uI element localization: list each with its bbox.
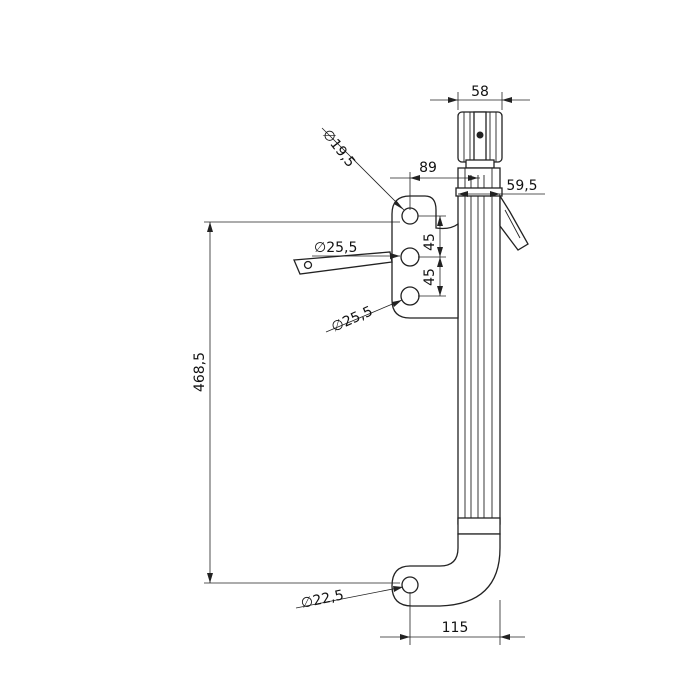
callout-foot-hole: ∅22,5 (295, 586, 404, 612)
main-tube (455, 167, 503, 525)
diameter-callouts: ∅19,5 ∅25,5 ∅25,5 ∅22,5 (295, 127, 405, 612)
callout-top-hole: ∅19,5 (319, 127, 405, 211)
dim-overall-height: 468,5 (192, 221, 400, 584)
dim-bottom-width: 115 (380, 592, 525, 645)
dim-89: 89 (390, 160, 480, 210)
dim-top-width: 58 (430, 84, 530, 110)
dimension-lines: 58 89 59,5 45 45 (192, 84, 545, 645)
dim-hole-spacing: 45 45 (418, 215, 446, 297)
dim-89-label: 89 (419, 160, 437, 176)
callout-middle-hole: ∅25,5 (312, 240, 400, 259)
dim-bottom-width-label: 115 (442, 620, 469, 636)
top-roller (457, 111, 503, 169)
part-outline (293, 111, 529, 607)
dim-59-5: 59,5 (458, 178, 545, 197)
dim-top-width-label: 58 (471, 84, 489, 100)
dim-59-5-label: 59,5 (506, 178, 537, 194)
curved-foot (391, 517, 501, 607)
callout-lower-hole-label: ∅25,5 (329, 303, 375, 335)
lock-lever (499, 193, 529, 251)
dim-overall-height-label: 468,5 (192, 352, 208, 392)
callout-middle-hole-label: ∅25,5 (314, 240, 357, 256)
callout-top-hole-label: ∅19,5 (319, 127, 358, 171)
dim-45-lower-label: 45 (422, 268, 438, 286)
dim-45-upper-label: 45 (422, 233, 438, 251)
callout-lower-hole: ∅25,5 (325, 299, 403, 336)
callout-foot-hole-label: ∅22,5 (300, 587, 346, 612)
side-arm (293, 251, 393, 275)
